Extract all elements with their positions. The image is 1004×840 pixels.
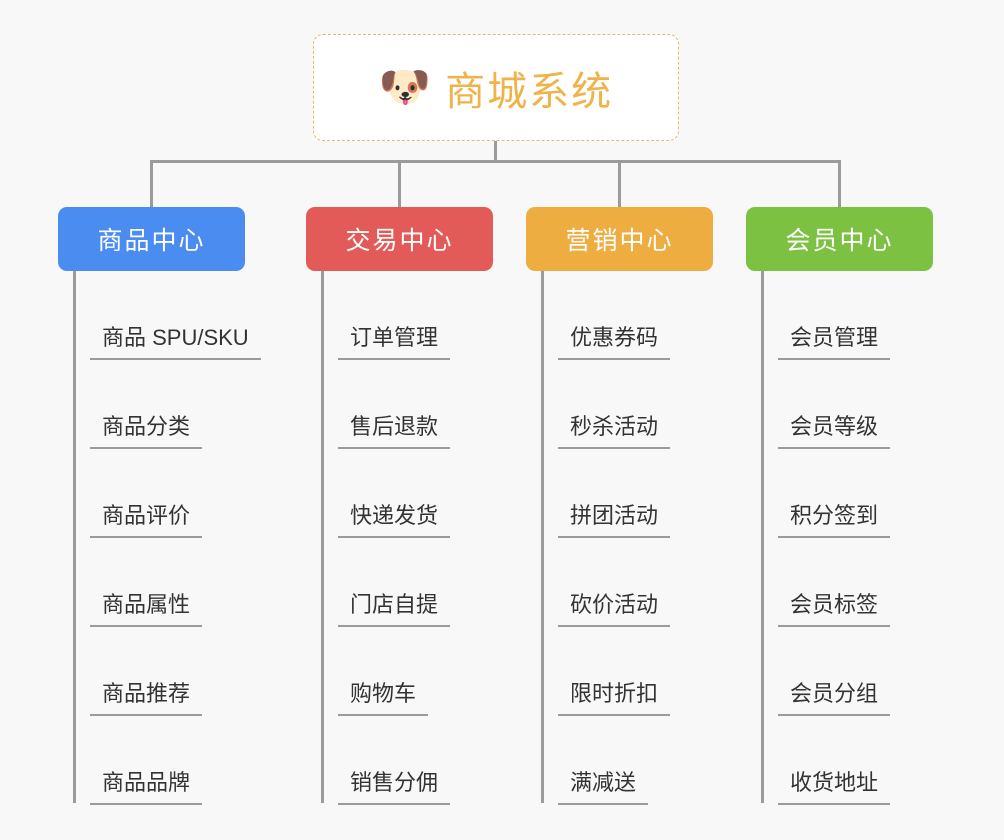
- category-header-member-center[interactable]: 会员中心: [746, 207, 933, 271]
- leaf-item-label: 满减送: [558, 770, 649, 805]
- leaf-item[interactable]: 收货地址: [746, 716, 933, 805]
- leaf-item-label: 商品分类: [90, 414, 203, 449]
- leaf-item-label: 门店自提: [338, 592, 451, 627]
- column-trade-center: 交易中心订单管理售后退款快递发货门店自提购物车销售分佣: [306, 207, 493, 805]
- leaf-item-label: 会员等级: [778, 414, 891, 449]
- leaf-item[interactable]: 快递发货: [306, 449, 493, 538]
- leaf-item[interactable]: 满减送: [526, 716, 713, 805]
- leaf-item[interactable]: 售后退款: [306, 360, 493, 449]
- leaf-item-label: 售后退款: [338, 414, 451, 449]
- trunk-line-member-center: [761, 271, 764, 803]
- leaf-item[interactable]: 销售分佣: [306, 716, 493, 805]
- column-product-center: 商品中心商品 SPU/SKU 商品分类商品评价商品属性商品推荐商品品牌: [58, 207, 261, 805]
- leaf-item-label: 快递发货: [338, 503, 451, 538]
- leaf-item[interactable]: 商品属性: [58, 538, 245, 627]
- category-header-trade-center[interactable]: 交易中心: [306, 207, 493, 271]
- connector-horizontal-bar: [150, 160, 840, 163]
- leaf-item[interactable]: 订单管理: [306, 271, 493, 360]
- leaf-item-label: 会员标签: [778, 592, 891, 627]
- leaf-item[interactable]: 会员等级: [746, 360, 933, 449]
- category-header-product-center[interactable]: 商品中心: [58, 207, 245, 271]
- leaf-item[interactable]: 优惠券码: [526, 271, 713, 360]
- leaf-item[interactable]: 会员标签: [746, 538, 933, 627]
- leaf-item[interactable]: 限时折扣: [526, 627, 713, 716]
- leaf-item[interactable]: 砍价活动: [526, 538, 713, 627]
- leaf-item[interactable]: 购物车: [306, 627, 493, 716]
- leaf-item-label: 拼团活动: [558, 503, 671, 538]
- leaf-list-trade-center: 订单管理售后退款快递发货门店自提购物车销售分佣: [306, 271, 493, 805]
- leaf-item-label: 商品 SPU/SKU: [90, 325, 261, 360]
- leaf-item[interactable]: 拼团活动: [526, 449, 713, 538]
- leaf-item-label: 商品属性: [90, 592, 203, 627]
- trunk-line-trade-center: [321, 271, 324, 803]
- leaf-item-label: 订单管理: [338, 325, 451, 360]
- leaf-list-product-center: 商品 SPU/SKU 商品分类商品评价商品属性商品推荐商品品牌: [58, 271, 261, 805]
- leaf-item[interactable]: 商品推荐: [58, 627, 245, 716]
- leaf-item[interactable]: 商品评价: [58, 449, 245, 538]
- trunk-line-marketing-center: [541, 271, 544, 803]
- leaf-item-label: 会员分组: [778, 681, 891, 716]
- leaf-item-label: 秒杀活动: [558, 414, 671, 449]
- leaf-list-member-center: 会员管理会员等级积分签到会员标签会员分组收货地址: [746, 271, 933, 805]
- trunk-line-product-center: [73, 271, 76, 803]
- leaf-item[interactable]: 积分签到: [746, 449, 933, 538]
- category-header-marketing-center[interactable]: 营销中心: [526, 207, 713, 271]
- column-marketing-center: 营销中心优惠券码秒杀活动拼团活动砍价活动限时折扣满减送: [526, 207, 713, 805]
- connector-drop-member-center: [838, 160, 841, 207]
- leaf-item-label: 商品品牌: [90, 770, 203, 805]
- connector-root-stem: [494, 141, 497, 163]
- column-member-center: 会员中心会员管理会员等级积分签到会员标签会员分组收货地址: [746, 207, 933, 805]
- root-node[interactable]: 🐶 商城系统: [313, 34, 679, 141]
- leaf-item-label: 商品评价: [90, 503, 203, 538]
- leaf-item-label: 限时折扣: [558, 681, 671, 716]
- leaf-item-label: 收货地址: [778, 770, 891, 805]
- leaf-item[interactable]: 秒杀活动: [526, 360, 713, 449]
- leaf-item-label: 会员管理: [778, 325, 891, 360]
- connector-drop-product-center: [150, 160, 153, 207]
- leaf-item-label: 积分签到: [778, 503, 891, 538]
- leaf-item[interactable]: 会员分组: [746, 627, 933, 716]
- leaf-item[interactable]: 商品 SPU/SKU: [58, 271, 261, 360]
- shiba-dog-emoji: 🐶: [378, 62, 432, 110]
- leaf-item[interactable]: 商品分类: [58, 360, 245, 449]
- connector-drop-marketing-center: [618, 160, 621, 207]
- leaf-item[interactable]: 会员管理: [746, 271, 933, 360]
- root-title: 商城系统: [445, 69, 614, 114]
- leaf-item-label: 销售分佣: [338, 770, 451, 805]
- leaf-item-label: 优惠券码: [558, 325, 671, 360]
- leaf-item[interactable]: 门店自提: [306, 538, 493, 627]
- leaf-item-label: 砍价活动: [558, 592, 671, 627]
- leaf-list-marketing-center: 优惠券码秒杀活动拼团活动砍价活动限时折扣满减送: [526, 271, 713, 805]
- leaf-item-label: 商品推荐: [90, 681, 203, 716]
- connector-drop-trade-center: [398, 160, 401, 207]
- leaf-item[interactable]: 商品品牌: [58, 716, 245, 805]
- leaf-item-label: 购物车: [338, 681, 429, 716]
